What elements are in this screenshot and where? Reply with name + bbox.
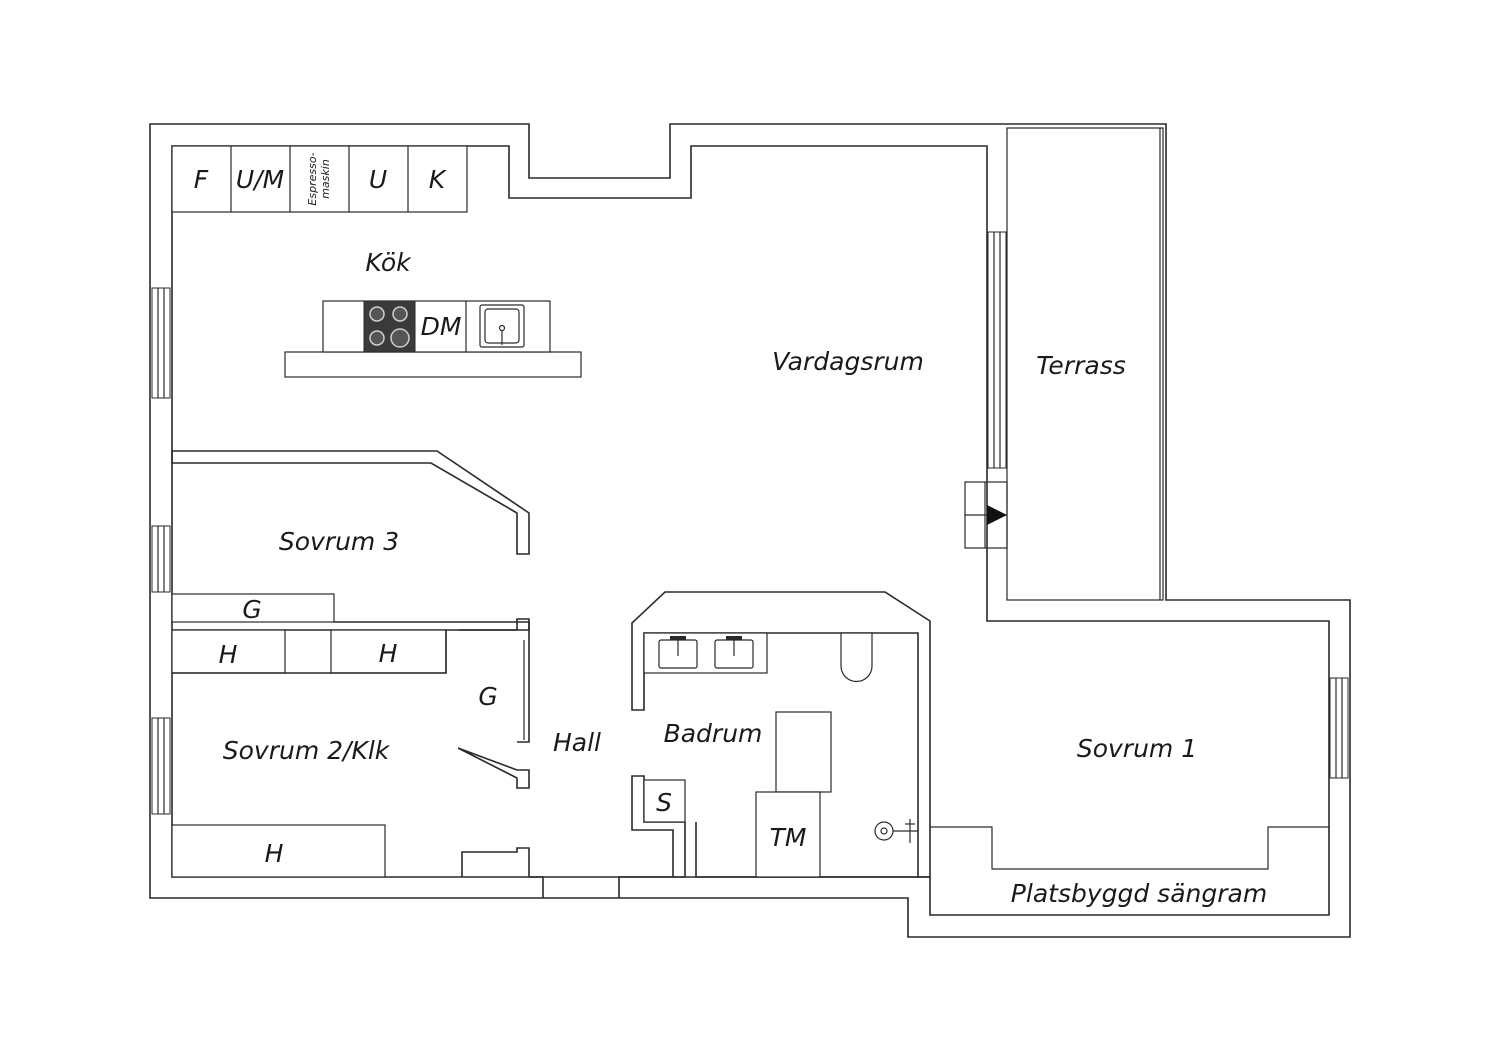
freezer-label: F bbox=[194, 165, 209, 194]
shelf-right-label: H bbox=[379, 639, 398, 668]
room-label-kok: Kök bbox=[365, 248, 412, 277]
burner-icon bbox=[390, 328, 410, 348]
hall-wardrobe: G bbox=[457, 618, 530, 789]
window-kitchen bbox=[151, 287, 171, 399]
wardrobe-sovrum3 bbox=[171, 593, 335, 623]
bathroom: S TM bbox=[631, 591, 931, 878]
room-labels: Kök Vardagsrum Terrass Sovrum 3 Sovrum 2… bbox=[223, 248, 1267, 908]
terrace bbox=[1006, 127, 1164, 601]
shower-icon bbox=[874, 821, 894, 841]
entrance-arrow-icon bbox=[987, 505, 1007, 525]
toilet-icon bbox=[840, 632, 873, 683]
shelf-bottom bbox=[171, 824, 386, 878]
entrance-wall-right bbox=[618, 876, 685, 898]
shelf-right bbox=[330, 629, 447, 674]
sovrum3-wall bbox=[171, 450, 530, 555]
room-label-sovrum2: Sovrum 2/Klk bbox=[223, 736, 391, 765]
sovrum2-fixtures: H H H bbox=[171, 629, 530, 878]
tall-cabinet bbox=[775, 711, 832, 793]
kitchen-counter: F U/M Espresso- maskin U K bbox=[171, 145, 468, 213]
counter-outline bbox=[171, 145, 468, 213]
faucet-icon bbox=[726, 636, 742, 640]
shelf-bottom-label: H bbox=[265, 839, 284, 868]
kitchen-island: DM bbox=[284, 300, 582, 378]
hall-wardrobe-wall bbox=[457, 618, 530, 789]
burner-icon bbox=[369, 330, 385, 346]
wardrobe-sovrum3-label: G bbox=[242, 595, 261, 624]
oven-label: U bbox=[369, 165, 387, 194]
shelf-left-label: H bbox=[219, 640, 238, 669]
island-bar bbox=[284, 351, 582, 378]
burner-icon bbox=[392, 306, 408, 322]
sovrum3-sovrum2-wall bbox=[172, 621, 530, 631]
sovrum1-bed-frame bbox=[930, 826, 1329, 870]
espresso-label-line1: Espresso- bbox=[306, 152, 319, 205]
shelf-left bbox=[171, 629, 286, 674]
oven-micro-label: U/M bbox=[236, 165, 284, 194]
outer-wall-line bbox=[149, 123, 1351, 938]
faucet-icon bbox=[670, 636, 686, 640]
window-vardagsrum bbox=[987, 231, 1007, 469]
sovrum2-wall-right bbox=[172, 630, 447, 674]
terrace-door bbox=[964, 481, 1008, 549]
bathroom-bottom-wall bbox=[695, 822, 918, 878]
windows bbox=[151, 231, 1349, 815]
room-label-sovrum1: Sovrum 1 bbox=[1077, 734, 1197, 763]
terrace-outline bbox=[1006, 127, 1164, 601]
room-label-badrum: Badrum bbox=[664, 719, 763, 748]
fridge-label: K bbox=[429, 165, 448, 194]
espresso-label-line2: maskin bbox=[319, 159, 332, 199]
room-label-vardagsrum: Vardagsrum bbox=[772, 347, 924, 376]
washer-label: TM bbox=[770, 823, 807, 852]
washer bbox=[755, 791, 821, 878]
window-sovrum3 bbox=[151, 525, 171, 593]
room-label-terrass: Terrass bbox=[1036, 351, 1126, 380]
wardrobe-hall-label: G bbox=[478, 682, 497, 711]
entrance-wall-left bbox=[529, 876, 544, 898]
sovrum3-walls: G bbox=[171, 450, 530, 631]
entrance bbox=[529, 876, 685, 898]
room-label-sangram: Platsbyggd sängram bbox=[1011, 879, 1267, 908]
burner-icon bbox=[369, 306, 385, 322]
window-sovrum2 bbox=[151, 717, 171, 815]
sovrum2-doorway bbox=[461, 847, 530, 877]
cabinet-badrum-label: S bbox=[656, 788, 672, 817]
shower-head bbox=[880, 827, 888, 835]
dishwasher-label: DM bbox=[421, 312, 462, 341]
bed-frame-outline bbox=[930, 826, 1329, 870]
room-label-hall: Hall bbox=[553, 728, 601, 757]
room-label-sovrum3: Sovrum 3 bbox=[279, 527, 399, 556]
cabinet-badrum bbox=[643, 779, 686, 823]
window-sovrum1 bbox=[1329, 677, 1349, 779]
